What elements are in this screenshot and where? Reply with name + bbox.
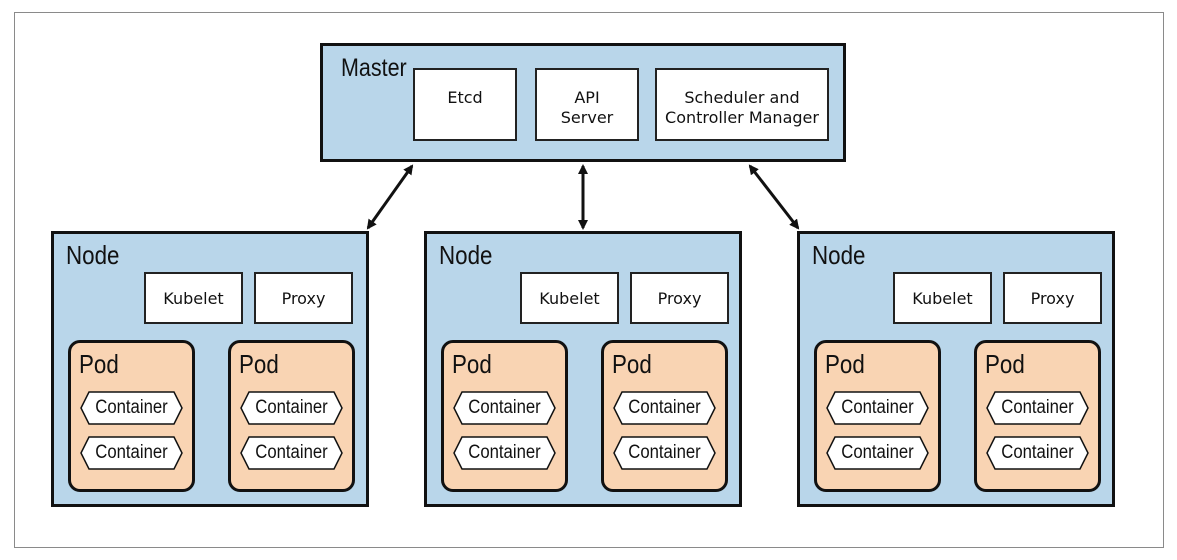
pod-title: Pod (612, 349, 652, 379)
container: Container (453, 391, 556, 425)
pod-title: Pod (79, 349, 119, 379)
container: Container (986, 436, 1089, 470)
etcd-label: Etcd (447, 88, 483, 107)
container: Container (613, 391, 716, 425)
node-3: Node Kubelet Proxy Pod Container Contain… (797, 231, 1115, 507)
node-title: Node (439, 240, 493, 270)
api-server-label-line2: Server (560, 108, 614, 127)
container: Container (826, 391, 929, 425)
pod: Pod Container Container (601, 340, 728, 492)
api-server-box: API Server (535, 68, 639, 141)
proxy-box: Proxy (254, 272, 353, 324)
api-server-label-line1: API (574, 88, 600, 107)
container: Container (240, 436, 343, 470)
container: Container (613, 436, 716, 470)
container-label: Container (841, 397, 914, 418)
container: Container (80, 436, 183, 470)
pod-title: Pod (825, 349, 865, 379)
diagram-frame (14, 12, 1164, 548)
container-label: Container (841, 442, 914, 463)
container: Container (986, 391, 1089, 425)
container-label: Container (255, 442, 328, 463)
kubelet-box: Kubelet (893, 272, 992, 324)
node-2: Node Kubelet Proxy Pod Container Contain… (424, 231, 742, 507)
container-label: Container (95, 442, 168, 463)
container-label: Container (1001, 442, 1074, 463)
container-label: Container (468, 397, 541, 418)
pod: Pod Container Container (814, 340, 941, 492)
container: Container (80, 391, 183, 425)
kubelet-box: Kubelet (144, 272, 243, 324)
pod-title: Pod (985, 349, 1025, 379)
pod: Pod Container Container (974, 340, 1101, 492)
pod-title: Pod (452, 349, 492, 379)
container-label: Container (95, 397, 168, 418)
node-title: Node (66, 240, 120, 270)
container: Container (453, 436, 556, 470)
container-label: Container (468, 442, 541, 463)
scheduler-label-line2: Controller Manager (665, 108, 819, 127)
arrow-master-node-1 (366, 164, 414, 230)
master-title: Master (341, 54, 407, 82)
arrow-master-node-3 (748, 164, 800, 230)
node-1: Node Kubelet Proxy Pod Container Contain… (51, 231, 369, 507)
node-title: Node (812, 240, 866, 270)
proxy-box: Proxy (1003, 272, 1102, 324)
pod-title: Pod (239, 349, 279, 379)
container: Container (826, 436, 929, 470)
pod: Pod Container Container (68, 340, 195, 492)
kubelet-box: Kubelet (520, 272, 619, 324)
container-label: Container (1001, 397, 1074, 418)
scheduler-controller-box: Scheduler and Controller Manager (655, 68, 829, 141)
etcd-box: Etcd (413, 68, 517, 141)
pod: Pod Container Container (441, 340, 568, 492)
container-label: Container (628, 397, 701, 418)
pod: Pod Container Container (228, 340, 355, 492)
container-label: Container (255, 397, 328, 418)
container-label: Container (628, 442, 701, 463)
scheduler-label-line1: Scheduler and (684, 88, 800, 107)
proxy-box: Proxy (630, 272, 729, 324)
master-box: Master Etcd API Server Scheduler and Con… (320, 43, 846, 162)
container: Container (240, 391, 343, 425)
